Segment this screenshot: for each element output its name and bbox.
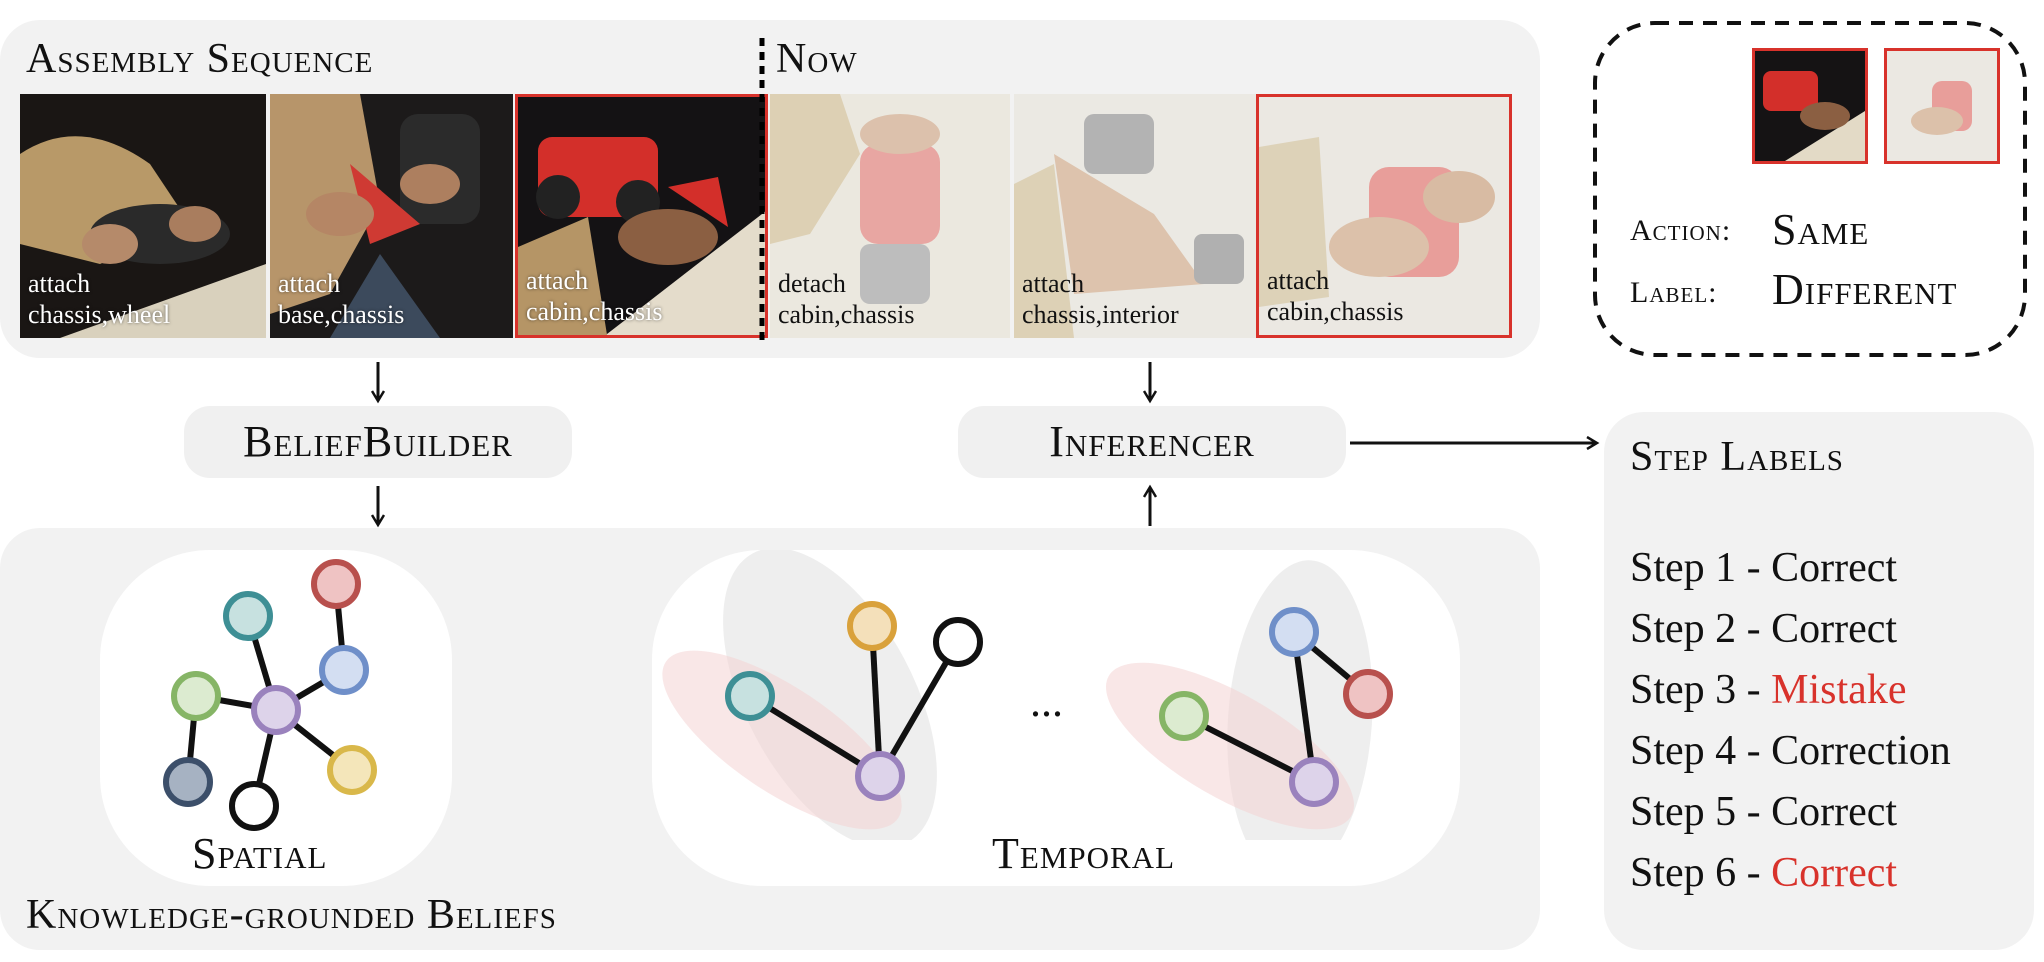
frame-2-objects: base,chassis <box>278 300 405 329</box>
assembly-sequence-title: Assembly Sequence <box>26 36 374 82</box>
step-4-name: Step 4 - <box>1630 728 1772 774</box>
frame-2-action: attach <box>278 269 341 298</box>
temporal-ellipsis: ... <box>1030 677 1063 726</box>
inferencer-module: Inferencer <box>958 406 1346 478</box>
legend-action-value: Same <box>1772 205 1870 254</box>
frame-6-caption: attach cabin,chassis <box>1267 265 1403 327</box>
step-1-value: Correct <box>1771 545 1898 591</box>
spatial-node-black <box>229 781 279 831</box>
temporal-left-node-purple <box>855 751 905 801</box>
step-row-5: Step 5 - Correct <box>1630 788 1897 836</box>
frame-4-caption: detach cabin,chassis <box>778 268 914 330</box>
step-row-2: Step 2 - Correct <box>1630 605 1897 653</box>
frame-3-caption: attach cabin,chassis <box>526 265 662 327</box>
spatial-node-teal <box>223 591 273 641</box>
step-1-name: Step 1 - <box>1630 545 1772 591</box>
temporal-right-node-purple <box>1289 757 1339 807</box>
frame-5-action: attach <box>1022 269 1085 298</box>
spatial-node-purple <box>251 685 301 735</box>
temporal-right-node-blue <box>1269 607 1319 657</box>
now-divider <box>759 38 765 344</box>
spatial-graph <box>163 559 377 831</box>
video-frame-3: attach cabin,chassis <box>515 94 768 338</box>
frame-6-objects: cabin,chassis <box>1267 297 1404 326</box>
video-frame-6: attach cabin,chassis <box>1256 94 1512 338</box>
step-labels-title: Step Labels <box>1630 434 1844 480</box>
frame-6-action: attach <box>1267 266 1330 295</box>
step-row-4: Step 4 - Correction <box>1630 727 1951 775</box>
step-labels-panel <box>1604 412 2034 950</box>
legend-label-value: Different <box>1772 265 1958 314</box>
beliefs-title: Knowledge-grounded Beliefs <box>26 892 557 938</box>
frame-5-objects: chassis,interior <box>1022 300 1179 329</box>
temporal-graph <box>662 550 1393 840</box>
now-label: Now <box>776 36 858 82</box>
step-6-value: Correct <box>1771 850 1898 896</box>
step-3-value: Mistake <box>1771 667 1907 713</box>
legend-box <box>1593 21 2027 357</box>
step-2-value: Correct <box>1771 606 1898 652</box>
step-row-6: Step 6 - Correct <box>1630 849 1897 897</box>
spatial-label: Spatial <box>192 829 328 878</box>
frame-3-objects: cabin,chassis <box>526 297 663 326</box>
frame-1-action: attach <box>28 269 91 298</box>
temporal-group-left-pink <box>662 650 902 830</box>
legend-thumbnail-2 <box>1884 48 2000 164</box>
spatial-node-navy <box>163 757 213 807</box>
step-6-name: Step 6 - <box>1630 850 1772 896</box>
video-frame-2: attach base,chassis <box>270 94 513 338</box>
frame-2-caption: attach base,chassis <box>278 268 404 330</box>
frame-3-action: attach <box>526 266 589 295</box>
step-2-name: Step 2 - <box>1630 606 1772 652</box>
temporal-left-node-black <box>933 617 983 667</box>
frame-1-caption: attach chassis,wheel <box>28 268 170 330</box>
legend-label-key: Label: <box>1630 276 1718 309</box>
temporal-left-node-orange <box>847 601 897 651</box>
legend-thumbnail-1 <box>1752 48 1868 164</box>
video-frame-1: attach chassis,wheel <box>20 94 266 338</box>
frame-4-action: detach <box>778 269 846 298</box>
belief-builder-module: BeliefBuilder <box>184 406 572 478</box>
spatial-node-yellow <box>327 745 377 795</box>
spatial-node-green <box>171 671 221 721</box>
frame-5-caption: attach chassis,interior <box>1022 268 1179 330</box>
temporal-right-node-red <box>1343 669 1393 719</box>
frame-4-objects: cabin,chassis <box>778 300 915 329</box>
step-3-name: Step 3 - <box>1630 667 1772 713</box>
frame-1-objects: chassis,wheel <box>28 300 171 329</box>
step-row-1: Step 1 - Correct <box>1630 544 1897 592</box>
temporal-label: Temporal <box>992 829 1176 878</box>
spatial-node-blue <box>319 645 369 695</box>
legend-action-key: Action: <box>1630 214 1732 247</box>
temporal-left-node-teal <box>725 671 775 721</box>
spatial-node-red <box>311 559 361 609</box>
step-4-value: Correction <box>1771 728 1951 774</box>
temporal-right-node-green <box>1159 691 1209 741</box>
video-frame-5: attach chassis,interior <box>1014 94 1258 338</box>
step-row-3: Step 3 - Mistake <box>1630 666 1906 714</box>
video-frame-4: detach cabin,chassis <box>770 94 1010 338</box>
step-5-name: Step 5 - <box>1630 789 1772 835</box>
step-5-value: Correct <box>1771 789 1898 835</box>
